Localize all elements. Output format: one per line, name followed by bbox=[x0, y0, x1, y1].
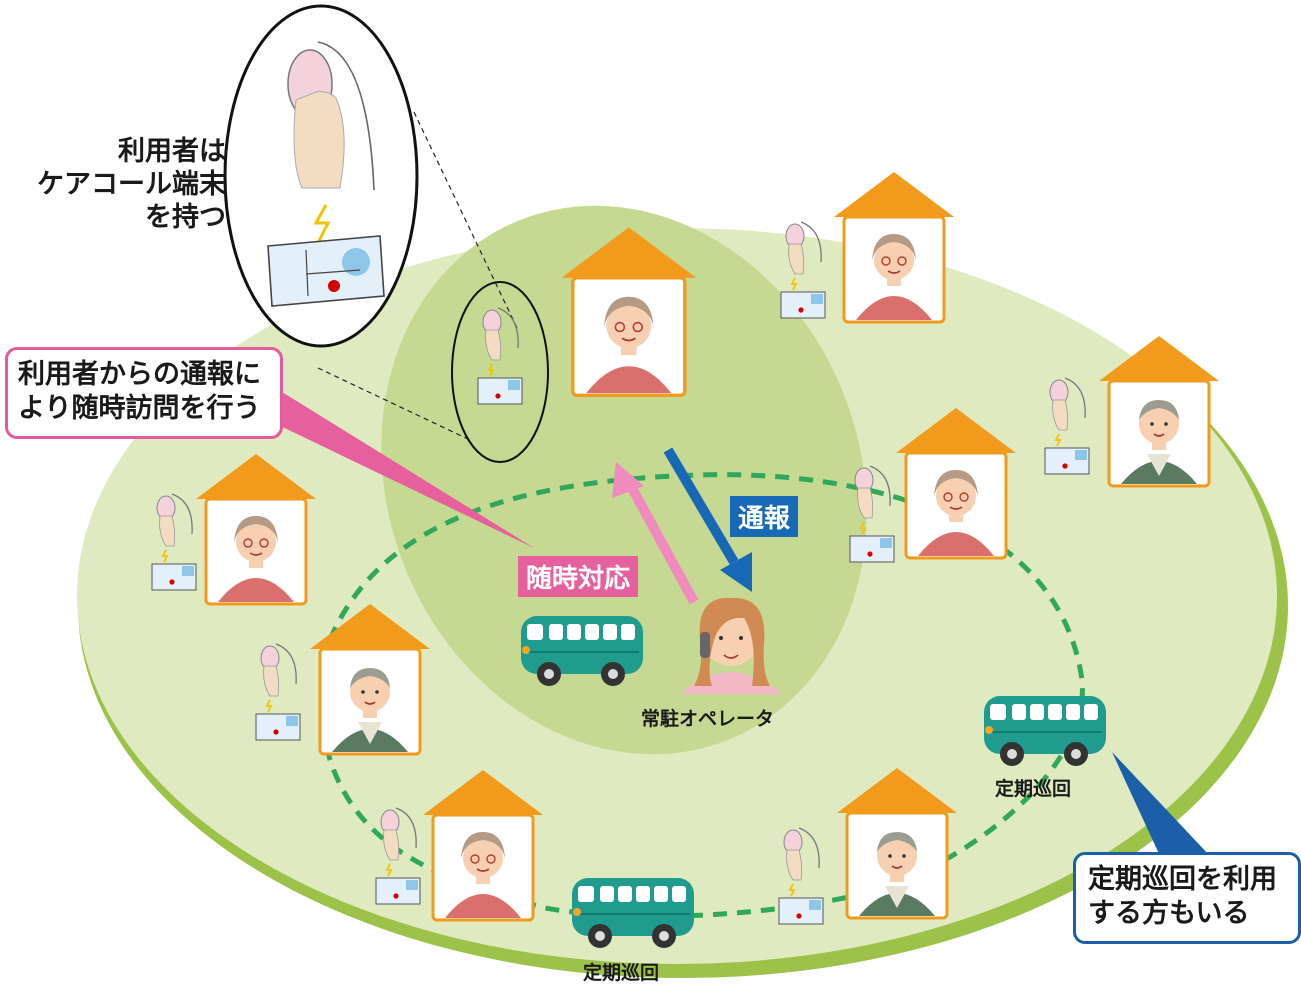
patrol-label: 定期巡回 bbox=[995, 778, 1072, 800]
patrol-label: 定期巡回 bbox=[583, 962, 660, 984]
hand-mouse-icon bbox=[287, 41, 375, 191]
device-highlight-oval bbox=[451, 281, 549, 463]
operator-icon bbox=[680, 597, 782, 694]
lightning-icon bbox=[313, 204, 331, 244]
zoom-line-top bbox=[413, 111, 519, 331]
house-icon bbox=[832, 170, 956, 324]
patrol-callout-text: 定期巡回を利用 する方もいる bbox=[1088, 864, 1277, 930]
callout-pointer bbox=[1112, 752, 1210, 856]
report-arrow bbox=[663, 447, 752, 592]
on-demand-response-tag: 随時対応 bbox=[518, 556, 639, 597]
operator-label: 常駐オペレータ bbox=[641, 708, 775, 730]
on-demand-callout: 利用者からの通報に より随時訪問を行う bbox=[5, 347, 283, 439]
patrol-route bbox=[318, 472, 1085, 919]
on-demand-callout-text: 利用者からの通報に より随時訪問を行う bbox=[18, 359, 261, 425]
zoom-line-bottom bbox=[317, 367, 471, 441]
response-arrow bbox=[612, 462, 699, 605]
caption-user-terminal: 利用者は ケアコール端末 を持つ bbox=[37, 136, 226, 233]
callout-pointer bbox=[268, 392, 534, 548]
patrol-callout: 定期巡回を利用 する方もいる bbox=[1073, 852, 1301, 944]
care-call-terminal-icon bbox=[267, 235, 385, 307]
report-tag: 通報 bbox=[730, 496, 799, 537]
